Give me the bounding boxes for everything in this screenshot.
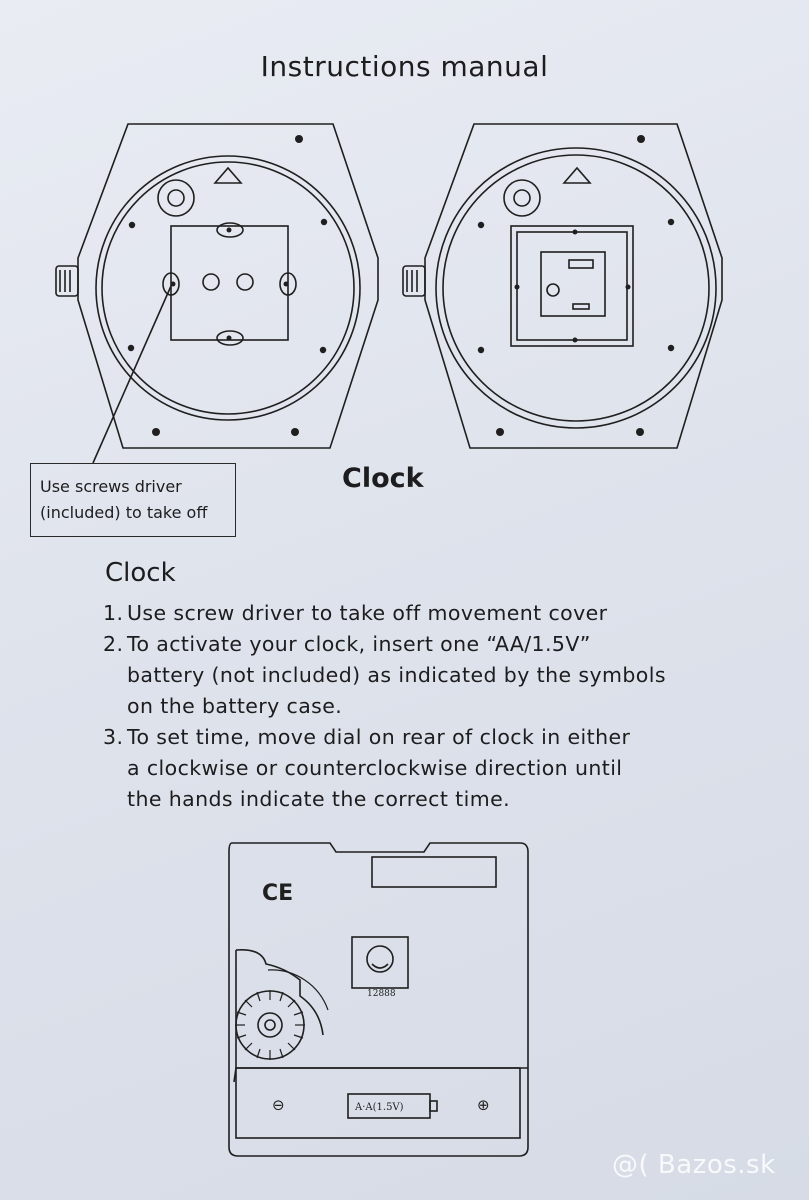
callout-box: Use screws driver (included) to take off [30,463,236,537]
step-2: 2. To activate your clock, insert one “A… [103,629,723,722]
ce-mark: CE [262,881,293,906]
plus-terminal: ⊕ [477,1096,490,1114]
step-line: on the battery case. [127,694,343,718]
step-3: 3. To set time, move dial on rear of clo… [103,722,723,815]
step-number: 1. [103,601,124,625]
step-line: battery (not included) as indicated by t… [127,663,666,687]
step-number: 3. [103,725,124,749]
instruction-steps: 1. Use screw driver to take off movement… [103,598,723,815]
step-1: 1. Use screw driver to take off movement… [103,598,723,629]
callout-line-1: Use screws driver [40,477,182,496]
clock-back-with-cover [55,123,379,464]
watermark: @( Bazos.sk [612,1150,776,1180]
step-line: the hands indicate the correct time. [127,787,510,811]
step-line: To activate your clock, insert one “AA/1… [127,632,591,656]
movement-detail [228,842,529,1157]
step-line: To set time, move dial on rear of clock … [127,725,631,749]
battery-label: A·A(1.5V) [354,1102,404,1113]
step-number: 2. [103,632,124,656]
figure-label: Clock [342,463,424,494]
step-line: a clockwise or counterclockwise directio… [127,756,623,780]
section-heading: Clock [105,558,176,588]
clock-back-with-movement [402,123,723,449]
page-title: Instructions manual [260,50,549,83]
step-line: Use screw driver to take off movement co… [127,601,608,625]
callout-line-2: (included) to take off [40,503,208,522]
minus-terminal: ⊖ [272,1096,285,1114]
movement-code: 12888 [367,989,396,999]
